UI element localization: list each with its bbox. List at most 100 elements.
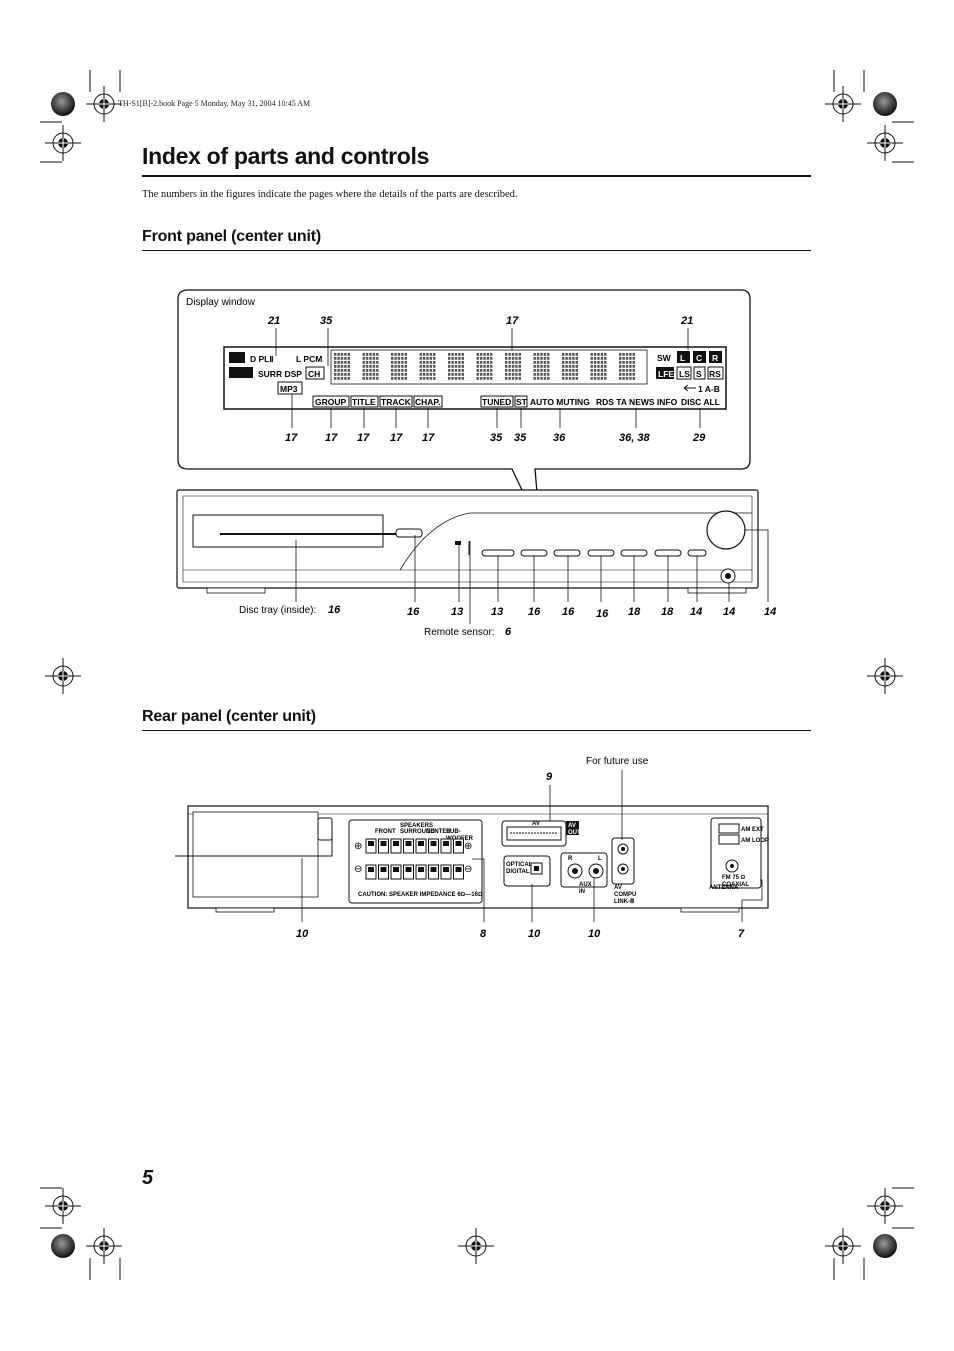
bottom-number-10: 29	[692, 432, 706, 444]
title-rule	[142, 175, 811, 177]
rear-speakers: SPEAKERS	[400, 823, 433, 829]
unit-number-8: 18	[661, 606, 674, 618]
dts-icon	[229, 367, 253, 378]
bottom-number-5: 17	[422, 432, 435, 444]
intro-text: The numbers in the figures indicate the …	[142, 189, 518, 200]
lcd-chap: CHAP.	[415, 397, 440, 407]
rear-am-loop: AM LOOP	[741, 838, 769, 844]
disc-tray-label: Disc tray (inside):	[239, 605, 316, 616]
rear-r: R	[568, 856, 573, 862]
lcd-lpcm: L PCM	[296, 354, 322, 364]
lcd-rs: RS	[709, 369, 721, 379]
rear-av: AV	[532, 821, 540, 827]
unit-number-2: 13	[451, 606, 463, 618]
page-title: Index of parts and controls	[142, 143, 430, 169]
rear-am-ext: AM EXT	[741, 827, 764, 833]
print-header: TH-S1[B]-2.book Page 5 Monday, May 31, 2…	[118, 99, 311, 108]
page-number: 5	[142, 1167, 154, 1189]
center-unit-front	[176, 489, 759, 594]
minus-icon: ⊖	[464, 864, 472, 875]
rear-center: CENTER	[426, 829, 451, 835]
plus-icon: ⊕	[464, 841, 472, 852]
top-number-3: 17	[506, 315, 519, 327]
repeat-icon	[683, 384, 696, 392]
lcd-rds: RDS TA NEWS INFO	[596, 397, 678, 407]
minus-icon: ⊖	[354, 864, 362, 875]
lcd-mp3: MP3	[280, 384, 298, 394]
rear-number-2: 8	[480, 928, 487, 940]
dolby-icon	[229, 352, 245, 363]
lcd-ch: CH	[308, 369, 320, 379]
top-number-1: 21	[267, 315, 280, 327]
front-panel-heading: Front panel (center unit)	[142, 228, 322, 245]
top-number-2: 35	[320, 315, 333, 327]
lcd-disc-all: DISC ALL	[681, 397, 720, 407]
front-heading-rule	[142, 250, 811, 251]
lcd-surr-dsp: SURR DSP	[258, 369, 302, 379]
rear-heading-rule	[142, 730, 811, 731]
center-unit-rear: SPEAKERS FRONT SURROUND CENTER SUB-WOOFE…	[175, 805, 769, 913]
display-window-label: Display window	[186, 297, 256, 308]
lcd-c: C	[696, 353, 702, 363]
lcd-st: ST	[516, 397, 528, 407]
lcd-lfe: LFE	[658, 369, 674, 379]
bottom-number-3: 17	[357, 432, 370, 444]
rear-panel-figure: For future use 9 SPEAKERS FRONT SURROUND…	[175, 756, 769, 940]
lcd-auto-muting: AUTO MUTING	[530, 397, 590, 407]
lcd-tuned: TUNED	[482, 397, 511, 407]
unit-number-7: 18	[628, 606, 641, 618]
lcd-dpl: D PLⅡ	[250, 354, 274, 364]
plus-icon: ⊕	[354, 841, 362, 852]
lcd-one-ab: 1 A-B	[698, 384, 720, 394]
lcd-track: TRACK	[381, 397, 412, 407]
unit-number-11: 14	[764, 606, 776, 618]
rear-antenna: ANTENNA	[709, 885, 739, 891]
rear-l: L	[598, 856, 602, 862]
unit-number-9: 14	[690, 606, 702, 618]
rear-number-4: 10	[588, 928, 601, 940]
bottom-number-1: 17	[285, 432, 298, 444]
rear-panel-heading: Rear panel (center unit)	[142, 708, 316, 725]
lcd-character-cells	[334, 353, 635, 380]
remote-sensor-label: Remote sensor:	[424, 627, 495, 638]
bottom-number-4: 17	[390, 432, 403, 444]
rear-caution: CAUTION: SPEAKER IMPEDANCE 6Ω—16Ω	[358, 892, 483, 898]
bottom-number-2: 17	[325, 432, 338, 444]
top-number-4: 21	[680, 315, 693, 327]
lcd-ls: LS	[679, 369, 690, 379]
bottom-number-9: 36, 38	[619, 432, 650, 444]
lcd-group: GROUP	[315, 397, 347, 407]
scart-page: 9	[546, 771, 553, 783]
lcd-title: TITLE	[352, 397, 376, 407]
front-panel-figure: Display window D PLⅡ L PCM SURR DSP CH M…	[176, 289, 776, 638]
lcd-sw: SW	[657, 353, 672, 363]
unit-number-3: 13	[491, 606, 503, 618]
unit-number-4: 16	[528, 606, 541, 618]
dot-matrix-display	[330, 349, 648, 385]
lcd-r: R	[712, 353, 718, 363]
rear-number-1: 10	[296, 928, 309, 940]
lcd-l: L	[680, 353, 685, 363]
unit-number-6: 16	[596, 608, 609, 620]
rear-number-5: 7	[738, 928, 745, 940]
disc-tray-page: 16	[328, 604, 341, 616]
lcd-s: S	[696, 369, 702, 379]
speaker-terminals	[365, 838, 464, 880]
bottom-number-8: 36	[553, 432, 566, 444]
future-use-label: For future use	[586, 756, 649, 767]
rear-front: FRONT	[375, 829, 396, 835]
rear-number-3: 10	[528, 928, 541, 940]
bottom-number-7: 35	[514, 432, 527, 444]
rear-surround: SURROUND	[400, 829, 435, 835]
bottom-number-6: 35	[490, 432, 503, 444]
unit-number-1: 16	[407, 606, 420, 618]
lcd-frame	[223, 346, 727, 410]
unit-number-5: 16	[562, 606, 575, 618]
remote-sensor-page: 6	[505, 626, 512, 638]
